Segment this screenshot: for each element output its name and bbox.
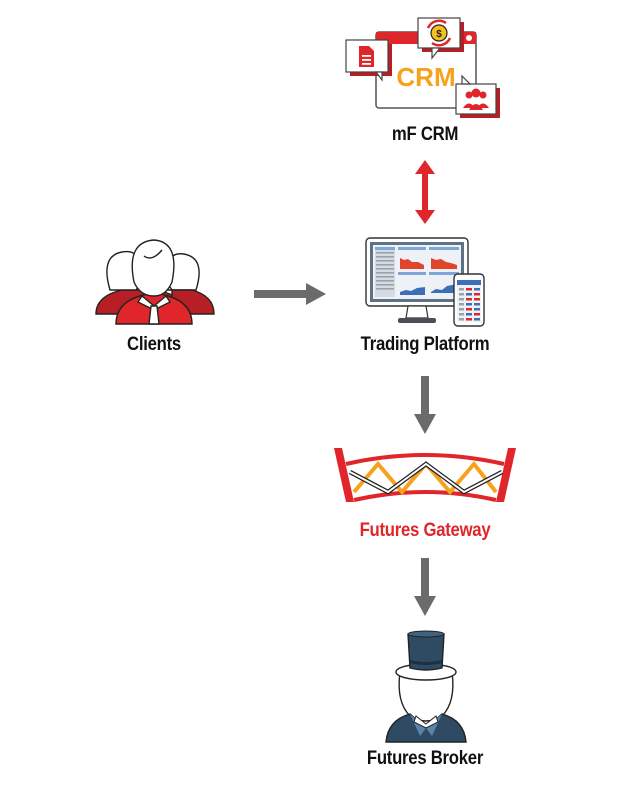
crm-label: mF CRM <box>391 124 459 145</box>
svg-text:$: $ <box>436 29 442 40</box>
trading-platform-label: Trading Platform <box>360 334 490 355</box>
users-bubble-icon <box>455 74 500 118</box>
futures-broker-label: Futures Broker <box>366 748 484 769</box>
futures-gateway-icon <box>334 448 516 502</box>
arrow-clients-to-trading <box>254 283 326 305</box>
clients-label: Clients <box>127 334 181 355</box>
trading-platform-icon <box>365 237 485 327</box>
crm-icon: CRM $ <box>345 17 500 118</box>
document-bubble-icon <box>345 39 392 82</box>
bidirectional-arrow <box>415 160 435 224</box>
futures-gateway-label: Futures Gateway <box>359 520 491 541</box>
futures-broker-icon <box>385 630 467 743</box>
dollar-exchange-icon: $ <box>417 17 464 60</box>
arrow-gateway-to-broker <box>414 558 436 616</box>
arrow-trading-to-gateway <box>414 376 436 434</box>
clients-icon <box>95 239 215 325</box>
crm-icon-text: CRM <box>396 62 455 92</box>
